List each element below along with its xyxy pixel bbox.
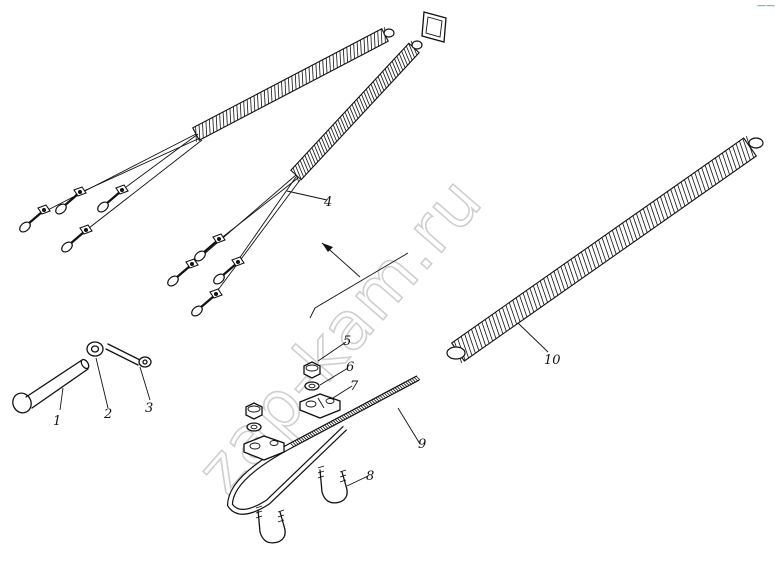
clip-lower-2 — [194, 233, 226, 262]
nut-lower — [245, 402, 263, 420]
clip-upper-4 — [61, 224, 93, 253]
u-bolt-lower — [255, 505, 286, 544]
leader-lines — [59, 190, 549, 487]
spring-10 — [446, 136, 764, 363]
washer-lower — [246, 422, 262, 432]
clip-upper-3 — [97, 184, 129, 213]
clip-lower-3 — [213, 256, 245, 285]
spring-10-end — [446, 346, 466, 360]
callout-2: 2 — [103, 407, 112, 422]
callout-9: 9 — [418, 437, 426, 452]
spring-assembly-upper — [19, 27, 395, 253]
corner-mark: —— — [757, 1, 775, 11]
washer-6 — [304, 381, 320, 391]
spring-upper-eye — [383, 28, 395, 38]
washer-2 — [86, 341, 104, 357]
clamp-7 — [299, 393, 341, 419]
spring-lower-eye — [411, 40, 423, 50]
spring-upper-coil — [192, 27, 389, 142]
clip-upper-1 — [19, 204, 51, 233]
spring-assembly-lower — [167, 40, 423, 317]
callout-7: 7 — [350, 379, 359, 394]
callout-5: 5 — [343, 334, 351, 349]
spring-10-eye — [748, 137, 764, 149]
cotter-pin-3 — [105, 343, 152, 368]
clamp-lower — [243, 435, 285, 461]
plate — [421, 11, 447, 43]
callout-8: 8 — [366, 469, 374, 484]
nut-5 — [303, 361, 321, 379]
callouts: 1 2 3 4 5 6 7 8 9 10 — [53, 195, 561, 484]
direction-arrow — [309, 242, 409, 319]
clip-lower-4 — [191, 288, 223, 317]
spring-lower-coil — [290, 40, 420, 183]
callout-3: 3 — [145, 401, 153, 416]
watermark: zap-kam.ru — [182, 162, 498, 509]
callout-10: 10 — [544, 353, 561, 368]
callout-4: 4 — [323, 195, 332, 210]
pin-1 — [12, 358, 90, 414]
clip-lower-1 — [167, 258, 199, 287]
spring-10-coil — [450, 136, 758, 363]
callout-1: 1 — [53, 414, 61, 429]
clip-upper-2 — [55, 186, 87, 215]
u-bolt-8 — [317, 465, 348, 504]
callout-6: 6 — [346, 360, 354, 375]
